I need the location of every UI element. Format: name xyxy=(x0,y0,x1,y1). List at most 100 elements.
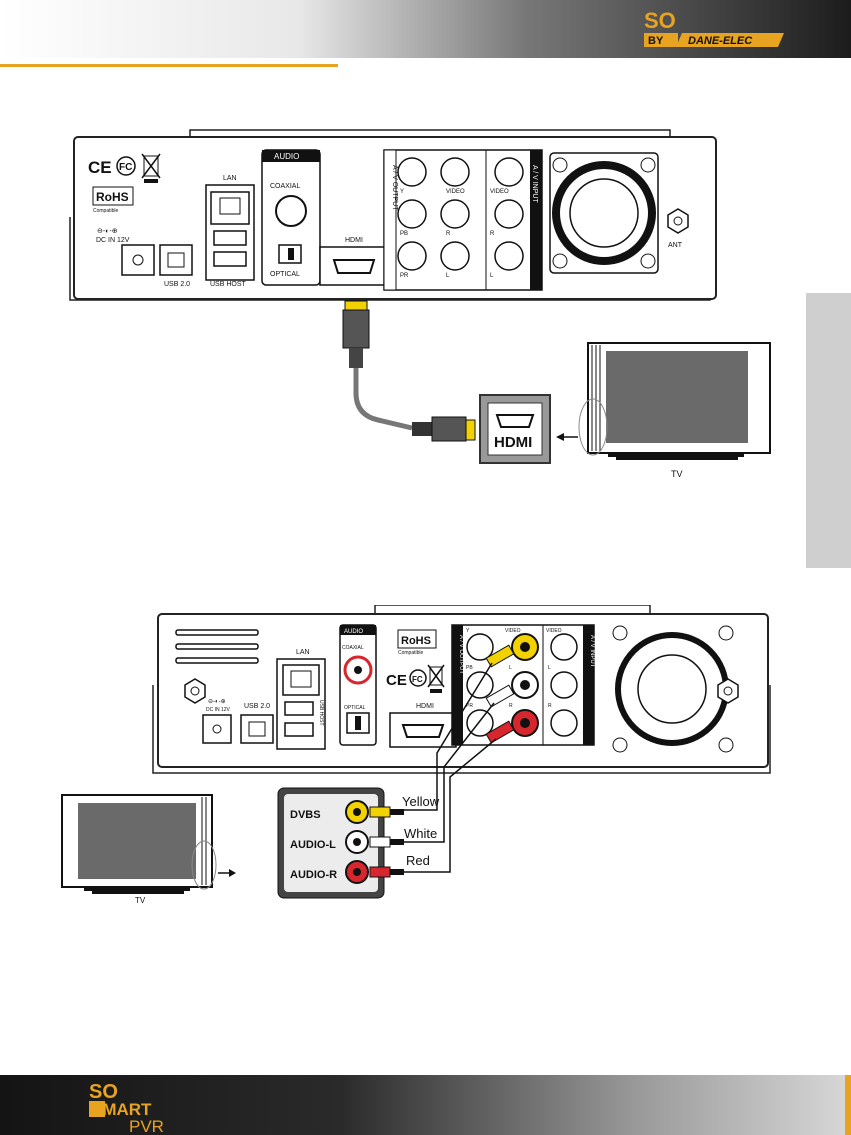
jack-label-audio-r: AUDIO-R xyxy=(290,869,337,881)
lan-label: LAN xyxy=(223,175,237,182)
rohs-logo-2: RoHS Compatible xyxy=(397,629,437,656)
logo-bottom-so: SO xyxy=(89,1081,118,1103)
svg-text:Compatible: Compatible xyxy=(398,650,424,656)
composite-connection-diagram: ⊖-◐-⊕ DC IN 12V USB 2.0 LAN USB HOST AUD… xyxy=(61,605,771,905)
usb-host-port-3 xyxy=(284,701,314,716)
tv-av-jack-panel xyxy=(277,787,385,899)
hdmi-panel-label: HDMI xyxy=(345,237,363,244)
cable-label-yellow: Yellow xyxy=(402,794,440,809)
composite-cables xyxy=(402,662,497,873)
coaxial-port xyxy=(275,195,307,227)
cable-label-white: White xyxy=(404,826,437,841)
svg-text:R: R xyxy=(490,231,495,237)
coaxial-label: COAXIAL xyxy=(270,183,300,190)
svg-text:Y: Y xyxy=(466,628,470,634)
usb20-label-2: USB 2.0 xyxy=(244,703,270,710)
usb-b-port-2 xyxy=(240,714,274,744)
rca-port-grid-2 xyxy=(466,633,578,737)
vent-slots xyxy=(175,629,259,664)
svg-text:VIDEO: VIDEO xyxy=(505,628,521,634)
usb-host-port-4 xyxy=(284,722,314,737)
usb-host-port-1 xyxy=(213,230,247,246)
weee-bin-icon-2 xyxy=(427,664,445,693)
svg-text:PB: PB xyxy=(400,231,408,237)
svg-text:PB: PB xyxy=(466,665,473,671)
svg-text:Y: Y xyxy=(400,189,404,195)
svg-text:L: L xyxy=(548,665,551,671)
logo-maker-text: DANE-ELEC xyxy=(688,35,753,47)
svg-text:VIDEO: VIDEO xyxy=(546,628,562,634)
lan-port xyxy=(210,191,250,225)
svg-text:R: R xyxy=(509,703,513,709)
antenna-port-2 xyxy=(184,678,206,704)
svg-text:RoHS: RoHS xyxy=(401,635,431,647)
logo-bottom-pvr: PVR xyxy=(129,1117,164,1134)
svg-text:L: L xyxy=(490,273,494,279)
jack-label-dvbs: DVBS xyxy=(290,809,321,821)
coaxial-label-2: COAXIAL xyxy=(342,645,364,651)
footer-bar xyxy=(0,1075,851,1135)
dc-in-label-2: DC IN 12V xyxy=(206,707,231,713)
brand-logo-top: SO BY DANE-ELEC xyxy=(644,8,784,47)
svg-text:⊖-◐-⊕: ⊖-◐-⊕ xyxy=(97,228,118,235)
rohs-logo: RoHS Compatible xyxy=(92,186,134,214)
hdmi-panel-label-2: HDMI xyxy=(416,703,434,710)
audio-label-2: AUDIO xyxy=(344,629,363,635)
svg-text:CE: CE xyxy=(88,158,112,177)
svg-text:R: R xyxy=(446,231,451,237)
svg-text:RoHS: RoHS xyxy=(96,190,129,204)
dc-in-label: DC IN 12V xyxy=(96,237,130,244)
device-rear-panel: CE FC RoHS Compatible ⊖-◐-⊕ DC IN 12V US… xyxy=(69,129,717,301)
weee-bin-icon xyxy=(141,153,161,183)
optical-label-2: OPTICAL xyxy=(344,705,366,711)
svg-text:Compatible: Compatible xyxy=(93,208,119,214)
ant-label: ANT xyxy=(668,242,683,249)
logo-so-text: SO xyxy=(644,8,676,33)
usb-b-port xyxy=(159,244,193,276)
logo-bottom-smart: SMART xyxy=(91,1100,152,1119)
svg-text:VIDEO: VIDEO xyxy=(446,189,465,195)
av-input-label-2: A / V INPUT xyxy=(589,635,595,668)
rca-port-grid xyxy=(397,157,524,271)
tv-illustration-2: TV xyxy=(61,794,236,905)
lan-port-2 xyxy=(282,664,320,696)
antenna-port xyxy=(667,208,689,234)
dc-in-port-2 xyxy=(202,714,232,744)
footer-accent xyxy=(845,1075,851,1135)
tv-hdmi-port: HDMI xyxy=(479,394,551,464)
cable-label-red: Red xyxy=(406,853,430,868)
usb20-label: USB 2.0 xyxy=(164,281,190,288)
fan-grille-icon xyxy=(549,152,659,274)
svg-text:PR: PR xyxy=(400,273,409,279)
tv-illustration: TV xyxy=(578,342,771,479)
tv-label: TV xyxy=(671,469,683,479)
svg-text:R: R xyxy=(548,703,552,709)
svg-text:⊖-◐-⊕: ⊖-◐-⊕ xyxy=(208,699,226,705)
header-bar xyxy=(0,0,851,58)
svg-text:L: L xyxy=(509,665,512,671)
usb-host-port-2 xyxy=(213,251,247,267)
hdmi-connection-diagram: CE FC RoHS Compatible ⊖-◐-⊕ DC IN 12V US… xyxy=(69,129,771,479)
rca-plugs-connected xyxy=(485,644,515,744)
svg-text:L: L xyxy=(446,273,450,279)
av-input-label: A / V INPUT xyxy=(531,165,538,203)
antenna-port-3 xyxy=(717,678,739,704)
usb-host-label: USB HOST xyxy=(210,281,247,288)
svg-text:FC: FC xyxy=(412,675,423,684)
hdmi-cable xyxy=(342,300,476,442)
dc-in-port xyxy=(121,244,155,276)
device-rear-panel-2: ⊖-◐-⊕ DC IN 12V USB 2.0 LAN USB HOST AUD… xyxy=(152,605,771,774)
tv-hdmi-label: HDMI xyxy=(494,434,532,451)
optical-label: OPTICAL xyxy=(270,271,300,278)
lan-label-2: LAN xyxy=(296,649,310,656)
side-tab xyxy=(806,293,851,568)
audio-label: AUDIO xyxy=(274,152,299,161)
svg-text:CE: CE xyxy=(386,672,407,689)
rca-plugs-tv xyxy=(369,806,404,878)
jack-label-audio-l: AUDIO-L xyxy=(290,839,336,851)
svg-text:PR: PR xyxy=(466,703,473,709)
header-accent-line xyxy=(0,64,338,67)
logo-by-text: BY xyxy=(648,35,664,47)
usb-host-label-2: USB HOST xyxy=(318,700,324,726)
av-output-label-2: A / V OUTPUT xyxy=(458,635,464,674)
